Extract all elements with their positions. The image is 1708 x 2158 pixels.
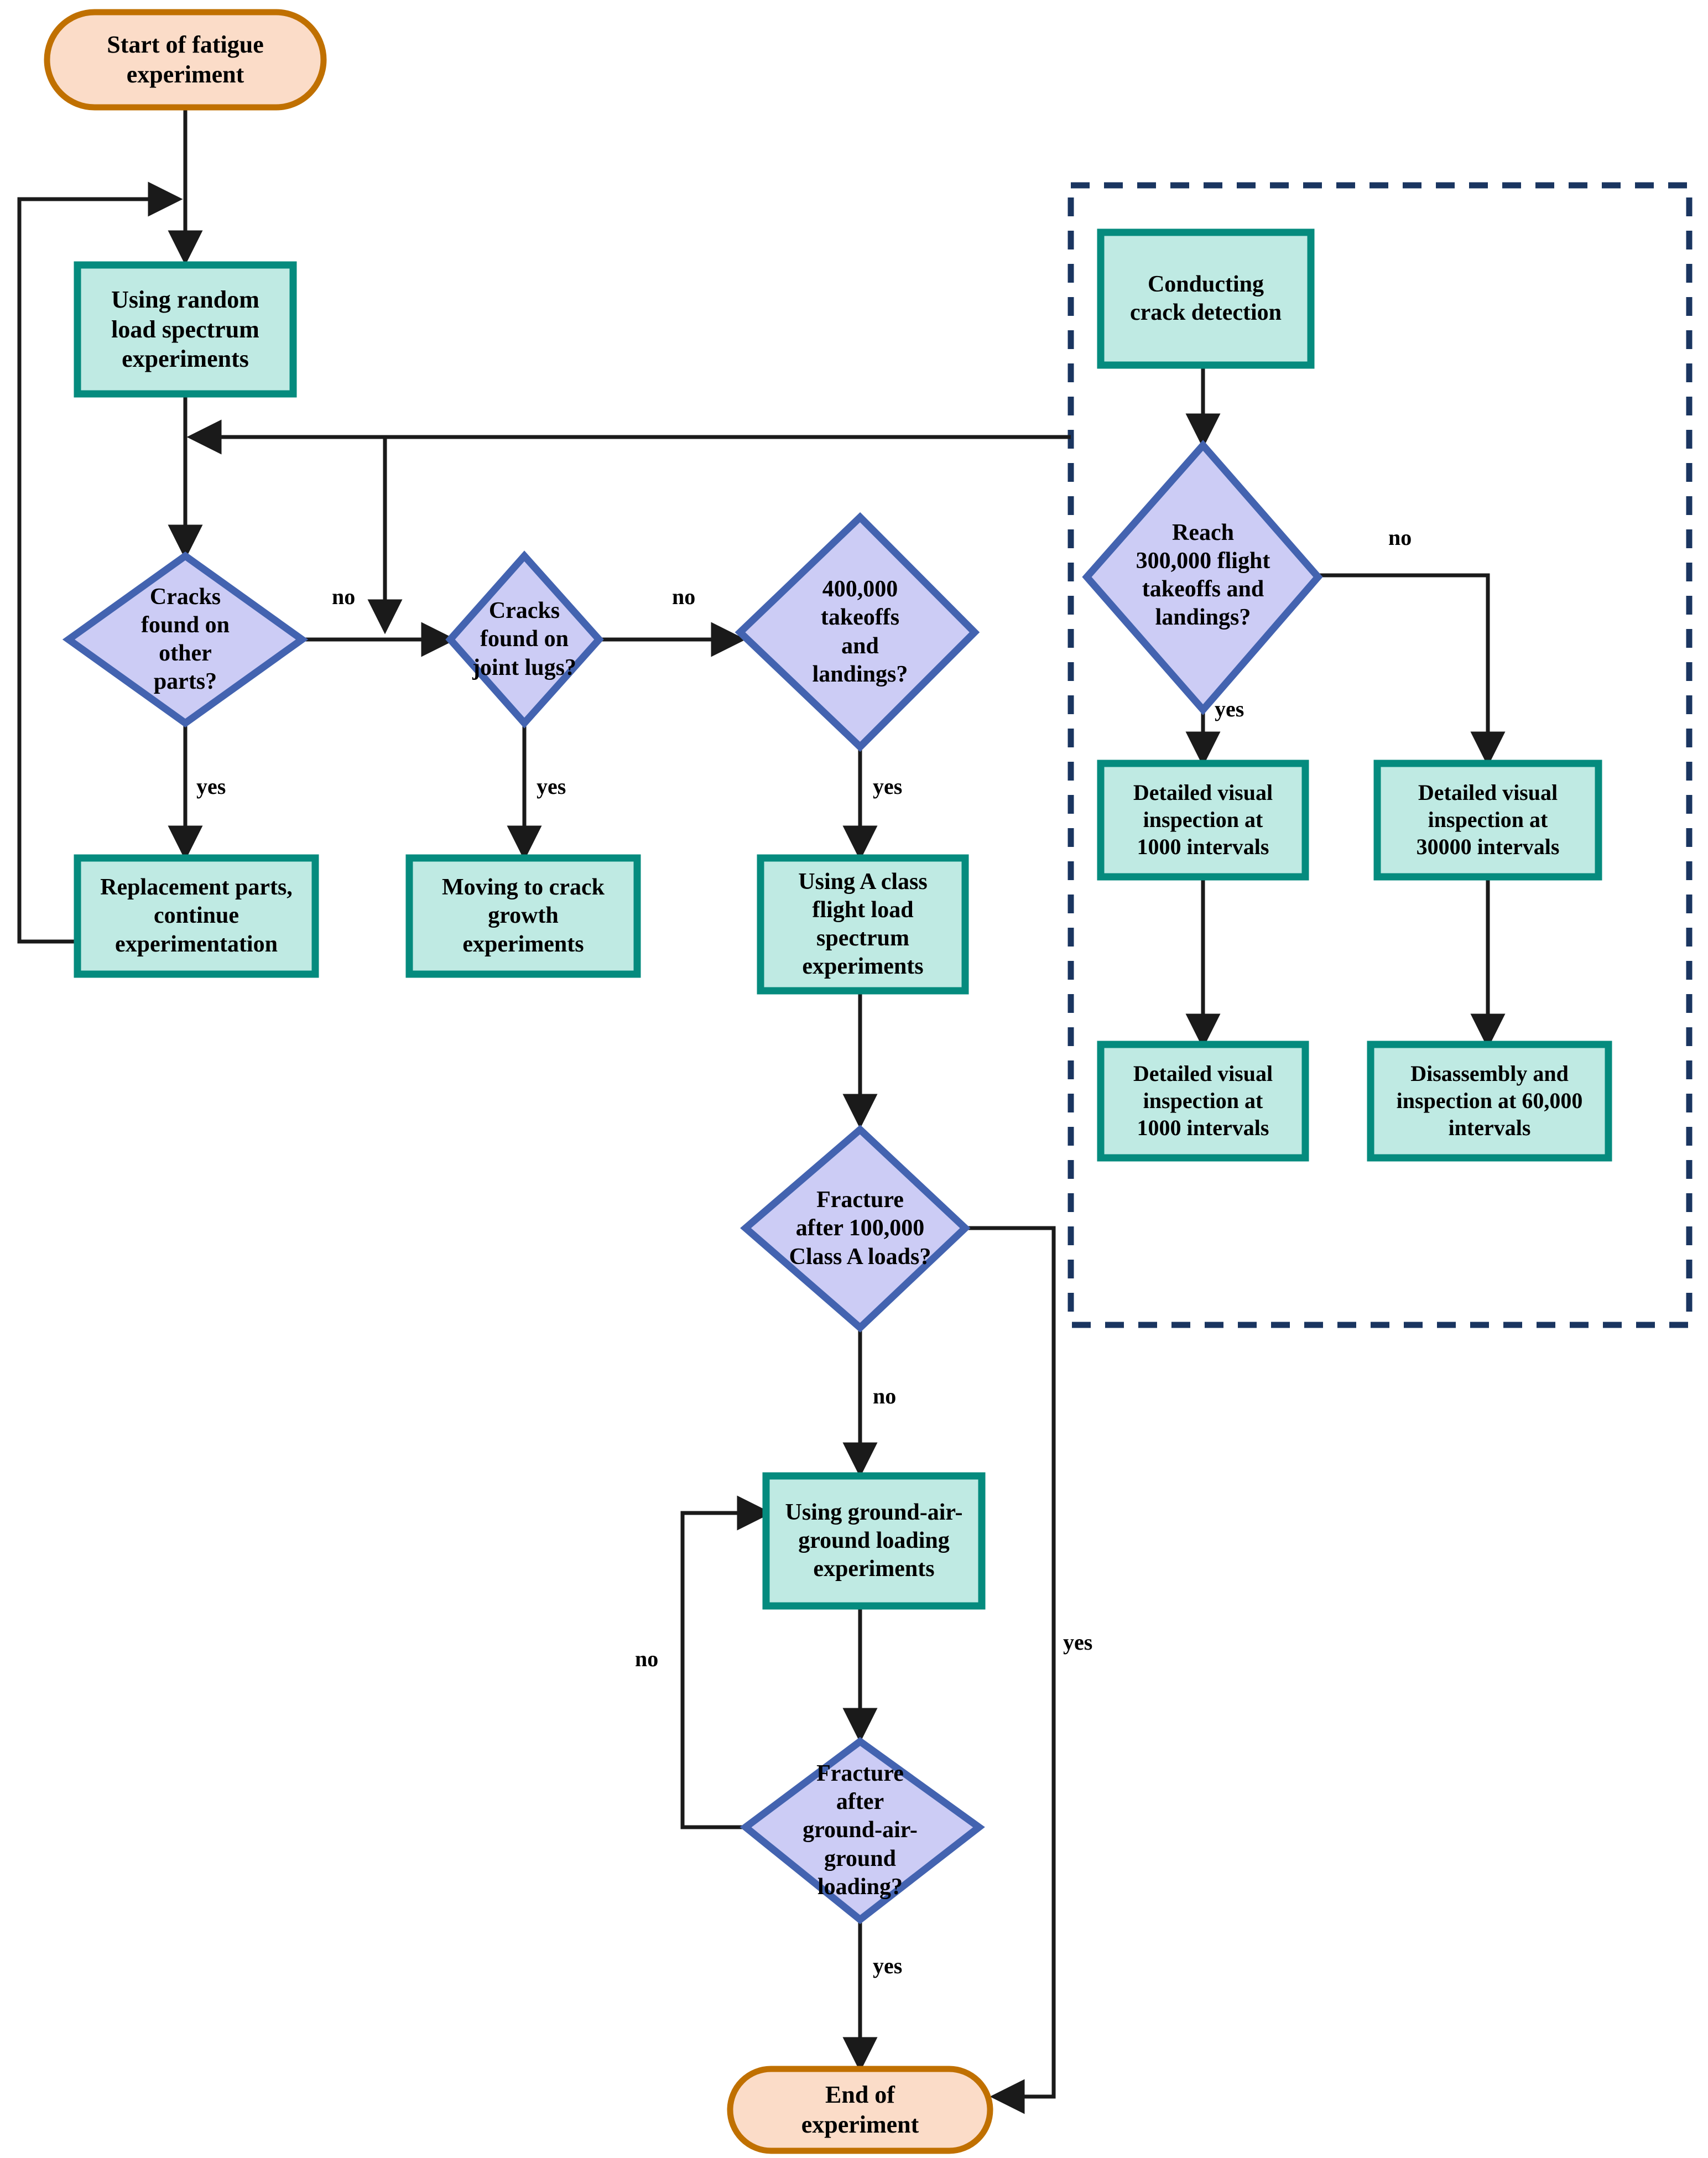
node-class-a-shape[interactable]	[757, 854, 969, 995]
edge-fracture-100k-yes	[962, 1226, 1056, 2114]
node-disassembly-60000-shape[interactable]	[1367, 1041, 1612, 1162]
edge-label-takeoffs-400k-yes: yes	[873, 774, 903, 799]
edge-reach-300k-no	[1318, 573, 1506, 767]
node-visual-30000-shape[interactable]	[1373, 760, 1602, 881]
node-end-shape[interactable]	[727, 2066, 993, 2154]
node-crack-detection-shape[interactable]	[1097, 228, 1315, 369]
edge-label-fracture-gag-yes: yes	[873, 1953, 903, 1978]
edge-label-cracks-lugs-no: no	[672, 584, 696, 609]
node-visual-1000-b-shape[interactable]	[1097, 1041, 1309, 1162]
node-fracture-100k-shape[interactable]	[740, 1125, 971, 1333]
node-replacement-shape[interactable]	[74, 854, 319, 978]
node-reach-300k-shape[interactable]	[1082, 440, 1323, 715]
crack-detection-group-box	[1068, 182, 1693, 1328]
node-gag-loading-shape[interactable]	[762, 1472, 986, 1610]
edge-label-cracks-other-yes: yes	[196, 774, 226, 799]
edge-label-cracks-other-no: no	[332, 584, 356, 609]
edge-label-cracks-lugs-yes: yes	[537, 774, 566, 799]
node-cracks-lugs-shape[interactable]	[445, 550, 604, 729]
edge-label-fracture-gag-no: no	[635, 1646, 659, 1671]
node-cracks-other-shape[interactable]	[62, 552, 309, 727]
edge-label-fracture-100k-no: no	[873, 1384, 897, 1408]
edge-label-reach-300k-no: no	[1388, 525, 1412, 550]
node-random-load-shape[interactable]	[74, 261, 297, 398]
edge-label-fracture-100k-yes: yes	[1063, 1630, 1093, 1655]
edge-label-reach-300k-yes: yes	[1215, 696, 1244, 721]
edge-fracture-gag-no	[680, 1495, 772, 1829]
edge-replacement-to-random-load	[17, 181, 183, 944]
node-takeoffs-400k-shape[interactable]	[735, 512, 980, 752]
node-crack-growth-shape[interactable]	[405, 854, 641, 978]
node-start-shape[interactable]	[44, 9, 327, 111]
node-visual-1000-a-shape[interactable]	[1097, 760, 1309, 881]
node-fracture-gag-shape[interactable]	[740, 1736, 985, 1925]
